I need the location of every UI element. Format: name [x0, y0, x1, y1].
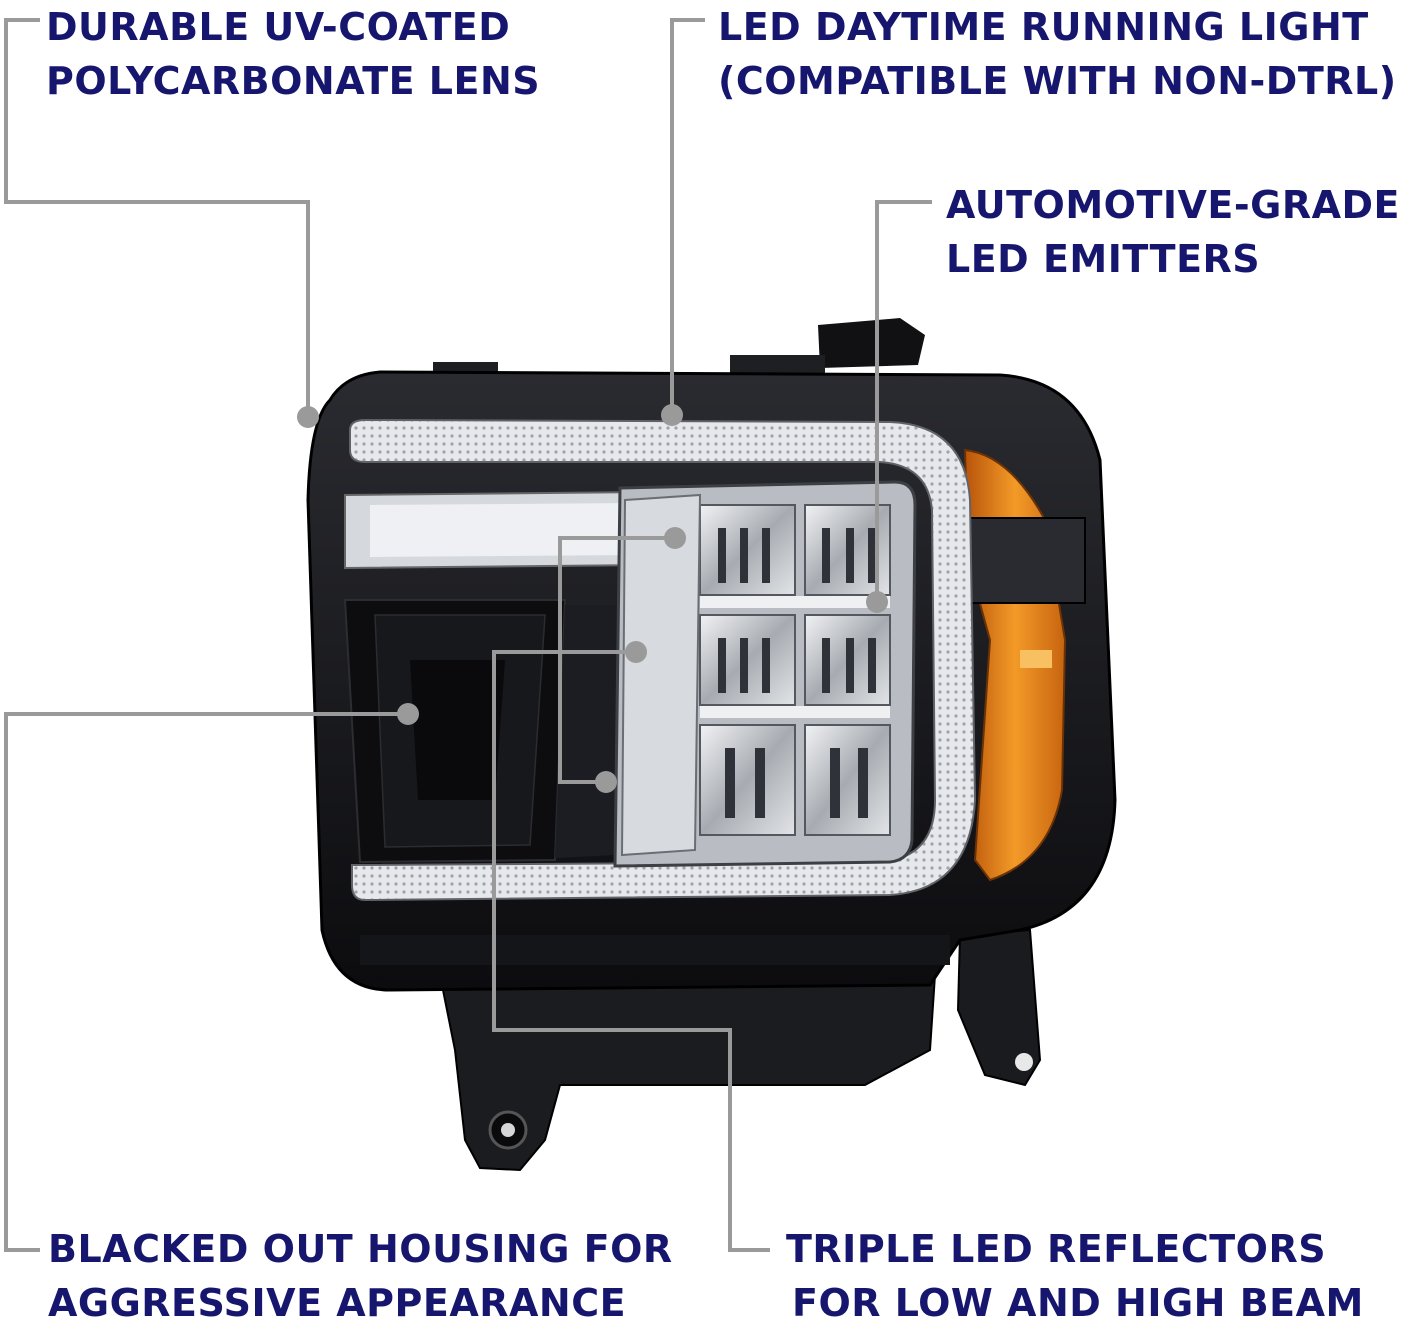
- led-reflector-cluster: [613, 480, 917, 868]
- leader-line-emitters: [875, 200, 932, 602]
- dot-drl: [661, 404, 683, 426]
- callout-emitters-line1: AUTOMOTIVE-GRADE: [946, 183, 1400, 227]
- position-lamp-bar: [344, 490, 667, 570]
- callout-drl-line2: (COMPATIBLE WITH NON-DTRL): [718, 59, 1397, 103]
- dot-reflector-bottom: [595, 771, 617, 793]
- dot-reflector-top: [664, 527, 686, 549]
- dot-reflector-middle: [625, 641, 647, 663]
- callout-lens-line1: DURABLE UV-COATED: [46, 5, 511, 49]
- drl-strip: [349, 418, 977, 902]
- leader-line-housing: [4, 712, 408, 1252]
- callout-reflectors-line1: TRIPLE LED REFLECTORS: [786, 1227, 1327, 1271]
- callout-reflectors: TRIPLE LED REFLECTORS FOR LOW AND HIGH B…: [786, 1222, 1364, 1330]
- leader-line-lens: [4, 18, 310, 415]
- callout-lens: DURABLE UV-COATED POLYCARBONATE LENS: [46, 0, 540, 108]
- callout-housing-line1: BLACKED OUT HOUSING FOR: [48, 1227, 673, 1271]
- callout-housing: BLACKED OUT HOUSING FOR AGGRESSIVE APPEA…: [48, 1222, 673, 1330]
- top-clips: [433, 318, 925, 380]
- blacked-out-inner-housing: [343, 599, 620, 864]
- dot-housing: [397, 703, 419, 725]
- leader-line-drl: [670, 18, 705, 415]
- callout-housing-line2: AGGRESSIVE APPEARANCE: [48, 1281, 627, 1325]
- mounting-bracket: [438, 928, 1042, 1172]
- callout-emitters-line2: LED EMITTERS: [946, 237, 1261, 281]
- dot-emitters: [866, 591, 888, 613]
- dot-lens: [297, 406, 319, 428]
- callout-reflectors-line2: FOR LOW AND HIGH BEAM: [792, 1281, 1364, 1325]
- callout-lens-line2: POLYCARBONATE LENS: [46, 59, 541, 103]
- housing-lower-lip: [360, 935, 950, 965]
- callout-drl: LED DAYTIME RUNNING LIGHT (COMPATIBLE WI…: [718, 0, 1397, 108]
- leader-line-reflectors: [492, 536, 770, 1252]
- callout-emitters: AUTOMOTIVE-GRADE LED EMITTERS: [946, 178, 1400, 286]
- callout-drl-line1: LED DAYTIME RUNNING LIGHT: [718, 5, 1369, 49]
- leader-lines: [4, 18, 932, 1252]
- callout-dots: [297, 404, 888, 793]
